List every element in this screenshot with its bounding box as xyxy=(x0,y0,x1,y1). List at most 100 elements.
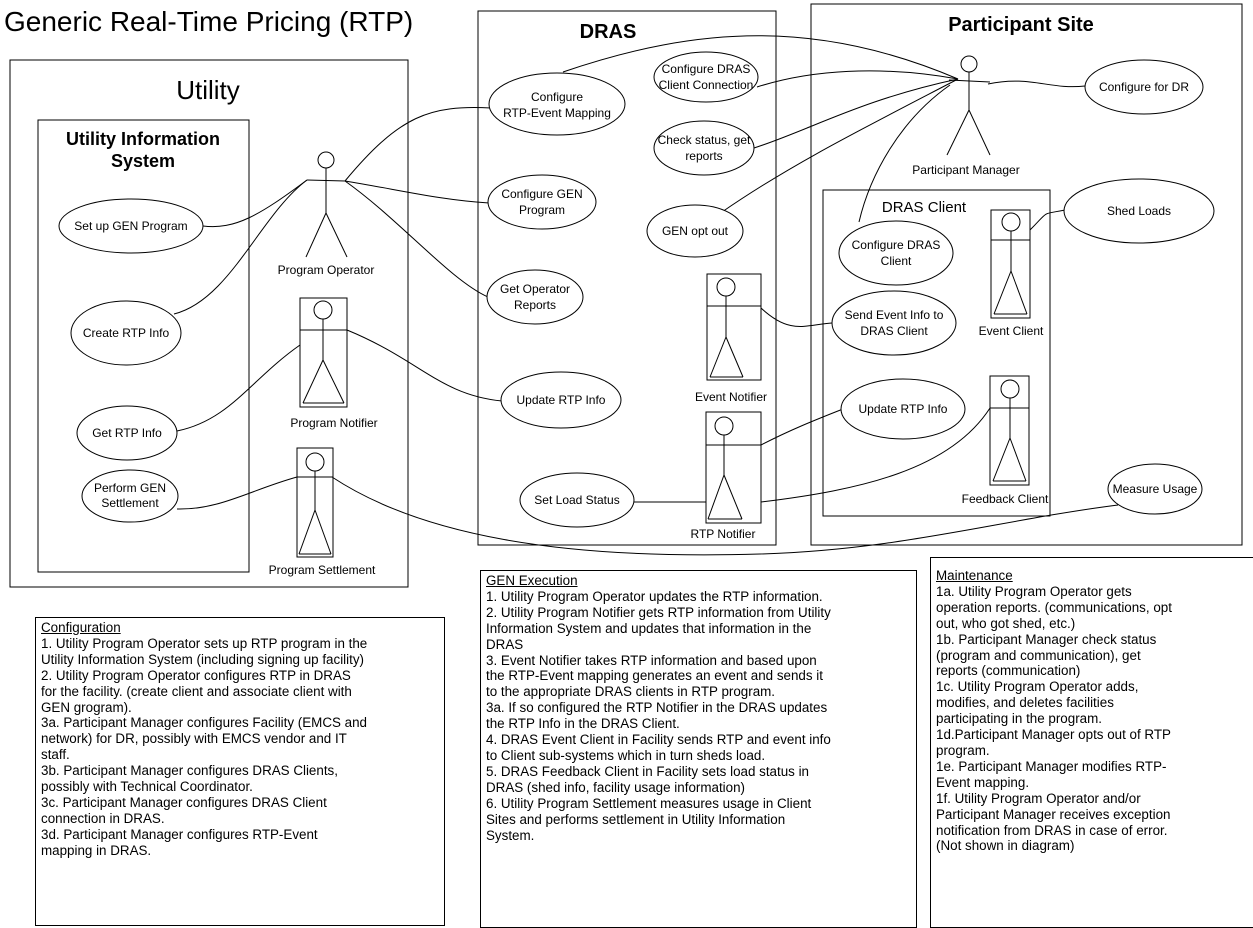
usecase-configure-dras-client[interactable]: Configure DRAS Client xyxy=(838,220,954,286)
maintenance-line: Participant Manager receives exception xyxy=(936,806,1171,822)
usecase-perform-gen-settlement[interactable]: Perform GEN Settlement xyxy=(81,469,179,523)
gen-execution-line: DRAS (shed info, facility usage informat… xyxy=(486,779,745,795)
usecase-set-up-gen-program[interactable]: Set up GEN Program xyxy=(58,198,204,254)
link-manager-dras-client xyxy=(858,84,951,223)
usecase-get-operator-reports[interactable]: Get Operator Reports xyxy=(486,269,584,325)
link-operator-reports xyxy=(344,180,489,298)
svg-text:Update RTP Info: Update RTP Info xyxy=(859,402,948,416)
svg-text:Check status, get: Check status, get xyxy=(658,133,751,147)
actor-program-settlement xyxy=(296,447,334,558)
gen-execution-note: GEN Execution 1. Utility Program Operato… xyxy=(480,570,917,928)
usecase-configure-rtp-event-mapping[interactable]: Configure RTP-Event Mapping xyxy=(488,72,626,136)
maintenance-line: out, who got shed, etc.) xyxy=(936,615,1076,631)
gen-execution-line: 3. Event Notifier takes RTP information … xyxy=(486,652,817,668)
actor-event-client xyxy=(990,209,1031,319)
usecase-configure-dras-client-connection[interactable]: Configure DRAS Client Connection xyxy=(653,51,759,103)
usecase-update-rtp-info-client[interactable]: Update RTP Info xyxy=(840,378,966,440)
svg-text:Configure for DR: Configure for DR xyxy=(1099,80,1189,94)
dras-client-label: DRAS Client xyxy=(882,199,967,216)
uis-label-line-2: System xyxy=(111,151,175,171)
svg-text:Client Connection: Client Connection xyxy=(659,78,754,92)
label-rtp-notifier: RTP Notifier xyxy=(691,527,756,541)
maintenance-line: program. xyxy=(936,742,990,758)
gen-execution-line: to Client sub-systems which in turn shed… xyxy=(486,747,766,763)
svg-text:Configure: Configure xyxy=(531,90,583,104)
link-settlement-measure xyxy=(331,476,1119,556)
gen-execution-line: 3a. If so configured the RTP Notifier in… xyxy=(486,700,828,716)
usecase-update-rtp-info-dras[interactable]: Update RTP Info xyxy=(500,371,622,429)
participant-site-label: Participant Site xyxy=(948,14,1094,36)
configuration-line: 3c. Participant Manager configures DRAS … xyxy=(41,794,327,810)
usecase-measure-usage[interactable]: Measure Usage xyxy=(1107,463,1203,515)
gen-execution-line: to the appropriate DRAS clients in RTP p… xyxy=(486,684,776,700)
configuration-line: staff. xyxy=(41,747,70,763)
label-feedback-client: Feedback Client xyxy=(962,492,1049,506)
maintenance-line: 1a. Utility Program Operator gets xyxy=(936,583,1132,599)
gen-execution-line: DRAS xyxy=(486,636,524,652)
associations xyxy=(173,35,1119,556)
link-manager-optout xyxy=(721,78,959,213)
gen-execution-line: 2. Utility Program Notifier gets RTP inf… xyxy=(486,604,831,620)
link-manager-check xyxy=(753,78,959,149)
usecase-check-status-get-reports[interactable]: Check status, get reports xyxy=(653,120,755,176)
link-operator-configgen xyxy=(344,180,490,204)
svg-text:Settlement: Settlement xyxy=(101,496,159,510)
link-manager-connection xyxy=(756,70,959,88)
dras-label: DRAS xyxy=(580,21,637,43)
gen-execution-line: 6. Utility Program Settlement measures u… xyxy=(486,795,812,811)
svg-text:Shed Loads: Shed Loads xyxy=(1107,204,1171,218)
link-eventclient-shed xyxy=(1029,209,1066,231)
actor-event-notifier xyxy=(706,273,762,381)
maintenance-line: 1f. Utility Program Operator and/or xyxy=(936,790,1141,806)
configuration-line: 3d. Participant Manager configures RTP-E… xyxy=(41,826,318,842)
configuration-note: Configuration 1. Utility Program Operato… xyxy=(35,617,445,926)
link-manager-mapping xyxy=(562,35,959,80)
usecase-gen-opt-out[interactable]: GEN opt out xyxy=(646,204,744,258)
configuration-line: possibly with Technical Coordinator. xyxy=(41,779,253,795)
svg-text:Reports: Reports xyxy=(514,298,556,312)
maintenance-line: modifies, and deletes facilities xyxy=(936,695,1114,711)
actor-feedback-client xyxy=(989,375,1030,486)
gen-execution-line: the RTP Info in the DRAS Client. xyxy=(486,716,680,732)
gen-execution-line: 4. DRAS Event Client in Facility sends R… xyxy=(486,732,831,748)
maintenance-line: (program and communication), get xyxy=(936,647,1141,663)
usecase-create-rtp-info[interactable]: Create RTP Info xyxy=(70,300,182,366)
configuration-line: 3a. Participant Manager configures Facil… xyxy=(41,715,367,731)
usecase-get-rtp-info[interactable]: Get RTP Info xyxy=(76,405,178,461)
usecase-send-event-info[interactable]: Send Event Info to DRAS Client xyxy=(831,290,957,356)
svg-text:GEN opt out: GEN opt out xyxy=(662,224,729,238)
diagram-title: Generic Real-Time Pricing (RTP) xyxy=(4,6,413,37)
svg-text:Client: Client xyxy=(881,254,912,268)
participant-site-box xyxy=(810,3,1243,546)
svg-text:Configure GEN: Configure GEN xyxy=(501,187,582,201)
link-rtpnotifier-feedback xyxy=(760,407,991,503)
gen-execution-heading: GEN Execution xyxy=(486,573,578,588)
svg-text:Set Load Status: Set Load Status xyxy=(534,493,619,507)
maintenance-line: (Not shown in diagram) xyxy=(936,838,1075,854)
maintenance-line: participating in the program. xyxy=(936,711,1102,727)
utility-label: Utility xyxy=(176,75,240,105)
usecase-set-load-status[interactable]: Set Load Status xyxy=(519,472,635,528)
configuration-line: 2. Utility Program Operator configures R… xyxy=(41,667,351,683)
maintenance-line: notification from DRAS in case of error. xyxy=(936,822,1168,838)
label-program-operator: Program Operator xyxy=(278,263,375,277)
svg-text:Configure DRAS: Configure DRAS xyxy=(662,62,751,76)
link-operator-create xyxy=(173,179,308,315)
svg-text:Get RTP Info: Get RTP Info xyxy=(92,426,162,440)
actor-program-operator xyxy=(305,151,348,258)
dras-box xyxy=(477,10,777,546)
maintenance-line: Event mapping. xyxy=(936,774,1030,790)
usecase-configure-gen-program[interactable]: Configure GEN Program xyxy=(487,174,597,230)
gen-execution-line: the RTP-Event mapping generates an event… xyxy=(486,668,823,684)
usecase-configure-for-dr[interactable]: Configure for DR xyxy=(1084,59,1204,115)
usecase-shed-loads[interactable]: Shed Loads xyxy=(1063,178,1215,244)
link-operator-mapping xyxy=(344,107,492,182)
configuration-line: 3b. Participant Manager configures DRAS … xyxy=(41,763,338,779)
svg-text:Update RTP Info: Update RTP Info xyxy=(517,393,606,407)
maintenance-line: operation reports. (communications, opt xyxy=(936,599,1172,615)
configuration-line: Utility Information System (including si… xyxy=(41,651,364,667)
maintenance-line: 1e. Participant Manager modifies RTP- xyxy=(936,758,1167,774)
label-event-notifier: Event Notifier xyxy=(695,390,767,404)
link-notifier-getrtp xyxy=(176,344,301,432)
dras-client-box xyxy=(822,189,1051,517)
